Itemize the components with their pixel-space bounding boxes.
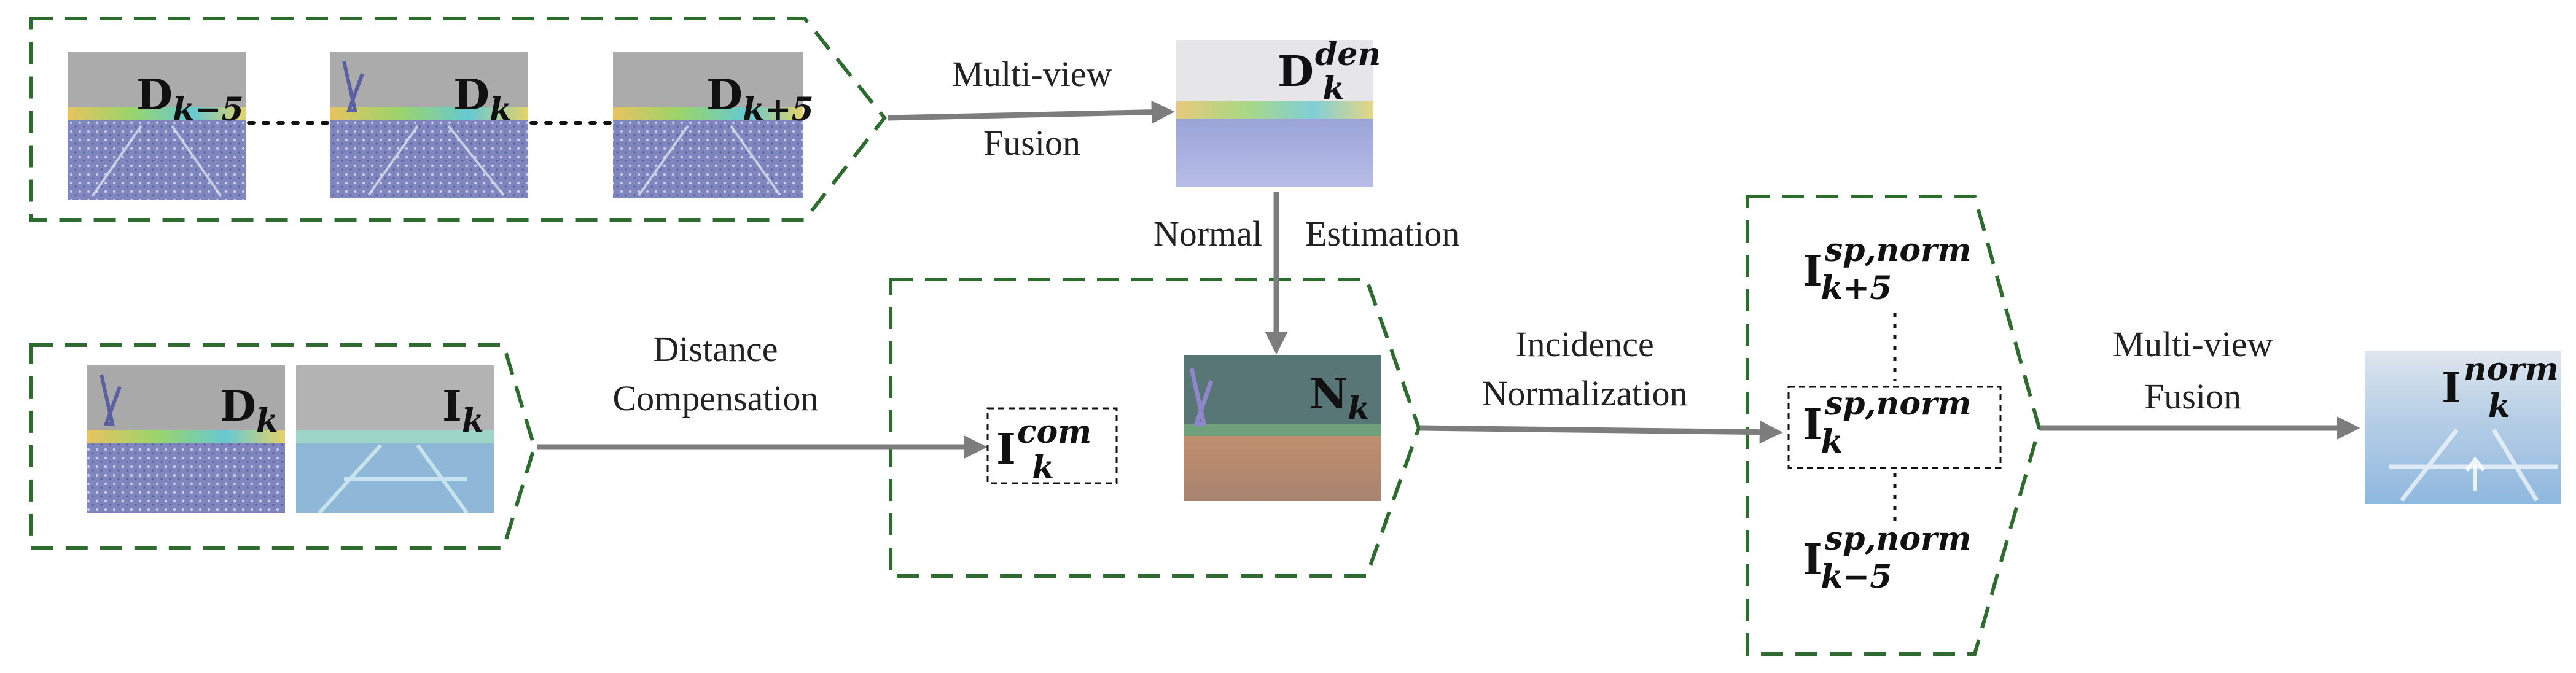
- math-label-D-k-plus-5: Dk+5: [706, 71, 814, 128]
- label-multiview-top-1: Multi-view: [952, 54, 1112, 94]
- arrows: [537, 100, 2360, 459]
- math-label-D-k-minus-5: Dk−5: [136, 71, 244, 128]
- label-fusion-right-2: Fusion: [2144, 376, 2241, 416]
- group-sp-norm: [1746, 195, 2042, 656]
- label-estimation: Estimation: [1305, 214, 1459, 254]
- dashed-groups: [29, 17, 2042, 656]
- label-compensation: Compensation: [612, 378, 818, 418]
- output-normalized-intensity-image: [2365, 351, 2561, 504]
- input-intensity-image: [296, 365, 494, 515]
- label-fusion-top-2: Fusion: [983, 123, 1080, 163]
- math-label-D-k: Dk: [453, 71, 512, 128]
- depth-image-k: [330, 52, 528, 198]
- depth-image-k-plus-5: [613, 52, 803, 198]
- arrow-fusion-top: [887, 100, 1175, 124]
- depth-image-k-minus-5: [68, 52, 246, 200]
- arrow-incidence-normalization: [1419, 420, 1783, 444]
- dense-depth-image: [1176, 40, 1373, 187]
- label-normal: Normal: [1153, 214, 1262, 254]
- group-compensation: [889, 278, 1421, 578]
- label-distance: Distance: [654, 329, 778, 369]
- box-I-sp-norm-k: [1787, 386, 2002, 469]
- input-depth-image: [87, 365, 285, 513]
- group-inputs: [29, 343, 537, 550]
- box-I-com: [986, 407, 1118, 484]
- label-incidence: Incidence: [1515, 324, 1653, 364]
- math-label-N-k: Nk: [1309, 370, 1370, 427]
- math-label-D-k-input: Dk: [220, 382, 278, 440]
- normal-map-image: [1184, 355, 1381, 501]
- group-depth-sequence: [29, 17, 887, 222]
- math-label-I-k-input: Ik: [442, 382, 484, 440]
- label-multiview-right-1: Multi-view: [2113, 324, 2273, 364]
- label-normalization: Normalization: [1481, 373, 1687, 413]
